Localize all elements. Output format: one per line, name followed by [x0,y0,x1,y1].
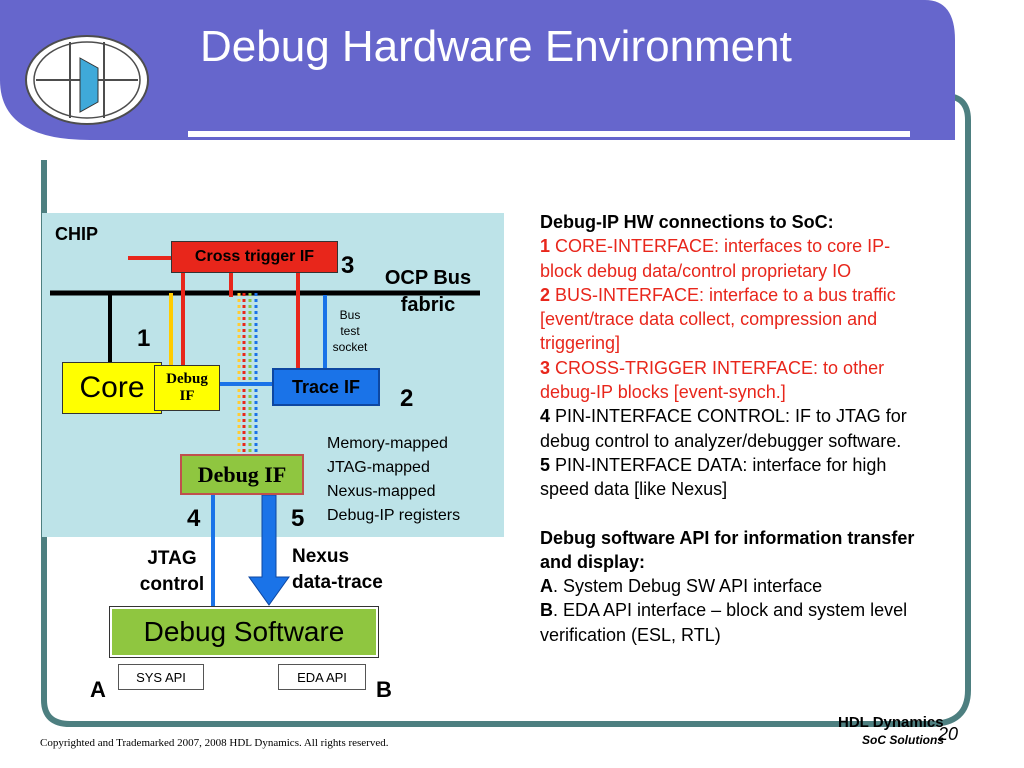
frame-border [41,93,971,727]
item-3-line-1: 3 CROSS-TRIGGER INTERFACE: to other [540,357,885,378]
ocp-bus-label-1: OCP Bus [384,267,472,289]
item-2-line-3: triggering] [540,333,621,354]
eda-api-label: EDA API [297,669,347,685]
debug-if-box: Debug IF [180,454,304,495]
nexus-label-2: data-trace [292,572,383,593]
item-5-line-1: 5 PIN-INTERFACE DATA: interface for high [540,454,887,475]
debug-software-label: Debug Software [143,616,345,647]
item-4-line-2: debug control to analyzer/debugger softw… [540,430,902,451]
jtag-label-1: JTAG [147,548,197,569]
number-5: 5 [291,505,305,532]
number-3: 3 [341,252,355,279]
mapping-item: JTAG-mapped [327,459,430,476]
bus-test-label-1: Bus [339,308,361,322]
api-item-b-line-2: verification (ESL, RTL) [540,624,721,645]
mapping-list: Memory-mapped JTAG-mapped Nexus-mapped D… [327,432,460,528]
sys-api-label: SYS API [136,669,186,685]
right-panel: Debug-IP HW connections to SoC: 1 CORE-I… [540,210,1000,647]
api-heading-line-2: and display: [540,551,646,572]
mapping-item: Nexus-mapped [327,483,436,500]
logo-icon [25,35,149,125]
item-2-line-2: [event/trace data collect, compression a… [540,309,878,330]
label-b: B [376,677,392,702]
nexus-arrow [248,494,290,606]
trace-if-box: Trace IF [272,368,380,406]
tagline: SoC Solutions [862,733,944,747]
company-name: HDL Dynamics [838,714,944,731]
jtag-label-2: control [139,574,205,595]
api-item-b: B. EDA API interface – block and system … [540,600,908,621]
ocp-bus-label-2: fabric [400,294,456,316]
debug-if-small-label-2: IF [179,388,195,404]
nexus-label-1: Nexus [292,546,350,567]
hw-connections-heading: Debug-IP HW connections to SoC: [540,212,834,232]
item-2-line-1: 2 BUS-INTERFACE: interface to a bus traf… [540,284,896,305]
slide-title: Debug Hardware Environment [200,22,792,71]
chip-label: CHIP [55,224,99,244]
cross-trigger-if-box: Cross trigger IF [171,241,338,273]
item-4-line-1: 4 PIN-INTERFACE CONTROL: IF to JTAG for [540,406,907,427]
debug-if-small-box: Debug IF [154,365,220,411]
bus-test-label-2: test [340,324,360,338]
item-3-line-2: debug-IP blocks [event-synch.] [540,382,786,403]
number-4: 4 [187,505,201,532]
debug-if-small-label-1: Debug [166,371,208,387]
page-number: 20 [938,724,959,744]
debug-if-label: Debug IF [197,461,287,487]
number-1: 1 [137,325,151,352]
label-a: A [90,677,106,702]
debug-software-box: Debug Software [109,606,379,658]
api-item-a: A. System Debug SW API interface [540,576,823,597]
cross-trigger-label: Cross trigger IF [194,248,315,265]
item-5-line-2: speed data [like Nexus] [540,479,728,500]
core-label: Core [79,371,145,404]
item-1-line-2: block debug data/control proprietary IO [540,260,852,281]
sys-api-box: SYS API [118,664,204,690]
core-box: Core [62,362,162,414]
copyright-text: Copyrighted and Trademarked 2007, 2008 H… [40,737,389,749]
mapping-item: Memory-mapped [327,435,448,452]
title-underline [188,131,910,137]
trace-if-label: Trace IF [291,376,361,397]
item-1-line-1: 1 CORE-INTERFACE: interfaces to core IP- [540,236,891,257]
header-band [0,0,955,140]
mapping-item: Debug-IP registers [327,507,461,524]
number-2: 2 [400,385,414,412]
bus-test-label-3: socket [332,340,368,354]
api-heading-line-1: Debug software API for information trans… [540,527,915,548]
eda-api-box: EDA API [278,664,366,690]
